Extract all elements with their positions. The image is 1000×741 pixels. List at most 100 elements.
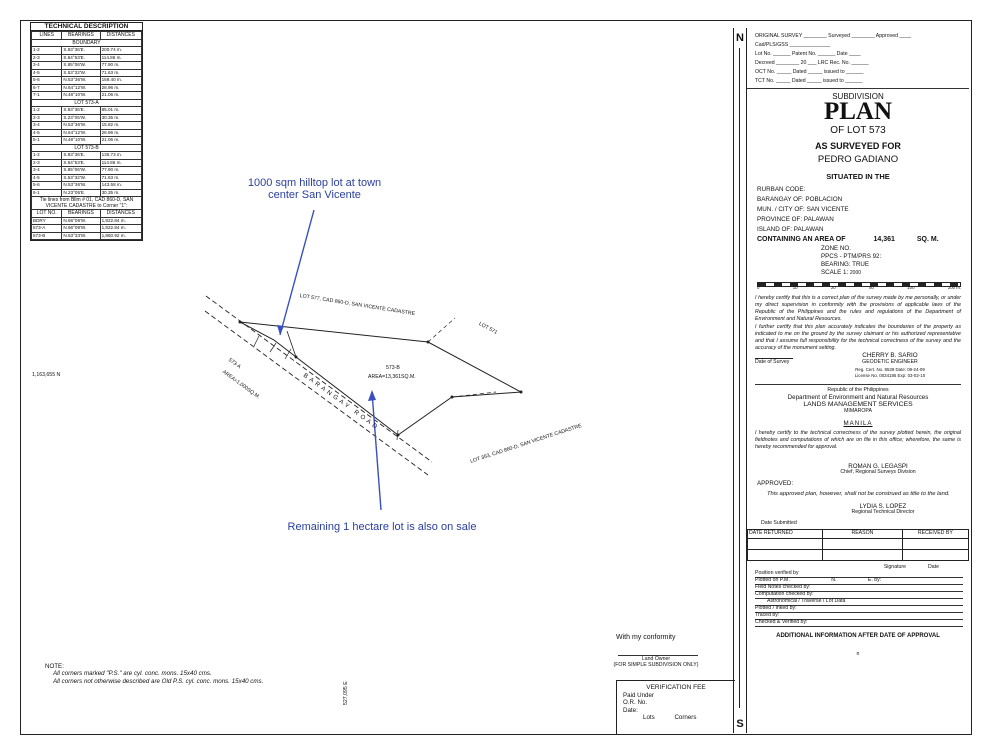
manila-label: MANILA	[843, 420, 873, 428]
lots-label: Lots	[643, 714, 655, 722]
top-annotation-arrowhead	[277, 325, 284, 335]
lot-573-boundary	[239, 321, 523, 436]
chief-name: ROMAN G. LEGASPI	[848, 462, 908, 470]
island-label: ISLAND OF:	[757, 225, 792, 233]
technical-description-table: TECHNICAL DESCRIPTION LINES BEARINGS DIS…	[30, 22, 143, 241]
scale-ticks: 0 10 20 50 100 200 m.	[757, 284, 961, 291]
road-edge-lower	[204, 310, 429, 476]
north-arrow: N S	[734, 32, 746, 732]
notes-line-2: All corners not otherwise described are …	[53, 677, 264, 685]
scale-value: 2000	[849, 269, 862, 276]
north-label: N	[736, 32, 744, 44]
barangay-value: POBLACION	[805, 195, 843, 203]
computation: Computation checked by:	[755, 591, 963, 599]
region-label: MIMAROPA	[844, 408, 872, 415]
lms-label: LANDS MANAGEMENT SERVICES	[803, 401, 913, 409]
oct-row: OCT No. _____ Dated _____ issued to ____…	[755, 68, 864, 75]
corner-marker-2	[426, 340, 430, 344]
top-annotation-text: 1000 sqm hilltop lot at town center San …	[247, 177, 382, 201]
mun-label: MUN. / CITY OF:	[757, 205, 805, 213]
of-lot-label: OF LOT 573	[830, 124, 886, 136]
tct-label: TCT No.	[755, 77, 775, 84]
director-name: LYDIA S. LOPEZ	[859, 502, 907, 510]
rurban-row: RURBAN CODE:	[757, 185, 969, 195]
bearing-label: BEARING: TRUE	[821, 260, 870, 268]
oct-dated-label: Dated	[792, 68, 807, 75]
technical-description-title: TECHNICAL DESCRIPTION	[31, 23, 142, 31]
owner-name: PEDRO GADIANO	[817, 153, 899, 165]
lot-no-row: Lot No. ______ Patent No. ______ Date __…	[755, 50, 861, 57]
bottom-annotation-arrowhead	[368, 390, 376, 401]
province-label: PROVINCE OF:	[757, 215, 803, 223]
denr-label: Department of Environment and Natural Re…	[787, 393, 929, 401]
original-survey-row: ORIGINAL SURVEY ________ Surveyed ______…	[755, 33, 911, 39]
date-submitted: Date Submitted	[761, 520, 797, 527]
engineer-name: CHERRY B. SARIO	[862, 351, 918, 359]
tie-marker-3	[284, 348, 292, 360]
date-returned-header: DATE RETURNED	[746, 529, 824, 539]
lot-b-map-label: 573-B	[386, 365, 400, 371]
approved-header-label: Approved	[875, 33, 898, 39]
approved-note: This approved plan, however, shall not b…	[767, 490, 950, 497]
corner-marker-1	[238, 320, 242, 324]
road-edge-upper	[205, 295, 433, 463]
subdivision-line	[286, 330, 297, 358]
containing-label: CONTAINING AN AREA OF	[757, 235, 846, 243]
field-notes: Field Notes checked by:	[755, 584, 963, 592]
province-row: PROVINCE OF: PALAWAN	[757, 215, 969, 225]
surveyor-certification-2: I further certify that this plan accurat…	[755, 323, 961, 351]
signature-header: Signature	[883, 563, 907, 570]
top-annotation-arrow	[279, 209, 315, 336]
simple-subdivision-note: (FOR SIMPLE SUBDIVISION ONLY)	[613, 662, 699, 668]
scale-bar: 0 10 20 50 100 200 m.	[757, 279, 961, 291]
engineer-reg: Reg. Cert. No. 8539 Date: 09-24-09	[855, 366, 925, 372]
date-label: Date	[836, 50, 848, 57]
paid-under-label: Paid Under	[623, 691, 654, 699]
corner-marker-5	[396, 433, 400, 437]
approved-label: APPROVED:	[757, 480, 794, 488]
map-area-divider	[733, 28, 734, 733]
additional-info-label: ADDITIONAL INFORMATION AFTER DATE OF APP…	[776, 632, 940, 639]
title-divider-2	[755, 383, 961, 385]
area-b-map-label: AREA=13,361SQ.M.	[368, 374, 416, 380]
distance-cell: 1,860.92 m.	[99, 231, 143, 240]
bottom-annotation-arrow	[371, 391, 382, 511]
lots-corners-row: Lots Corners	[643, 714, 735, 721]
tct-issued-label: issued to	[822, 77, 844, 84]
scale-tick-0: 0	[757, 284, 760, 290]
tie-lines-text: Tie lines from Bllm # 01, CAD 860-D, SAN…	[31, 196, 142, 210]
astro-traverse: Astronomical / Traverse / Lot Data	[755, 598, 963, 606]
conformity-text: With my conformity	[616, 634, 676, 641]
situated-label: SITUATED IN THE	[826, 171, 890, 181]
plotted-inked: Plotted / Inked by:	[755, 605, 963, 613]
chief-title: Chief, Regional Surveys Division	[840, 469, 916, 476]
area-row: CONTAINING AN AREA OF 14,361 SQ. M.	[757, 235, 969, 245]
northing-label: 1,163,655 N	[32, 372, 61, 378]
e-label: E. by:	[867, 576, 882, 583]
director-title: Regional Technical Director	[851, 509, 915, 516]
original-survey-label: ORIGINAL SURVEY	[755, 33, 803, 39]
ppcs-label: PPCS - PTM/PRS 92:	[821, 252, 882, 260]
patent-no-label: Patent No.	[791, 50, 817, 57]
lot-577-line	[427, 317, 456, 343]
verification-date-label: Date:	[623, 706, 638, 714]
tie-marker-2	[269, 342, 277, 353]
owner-signature-line	[618, 655, 698, 656]
as-surveyed-label: AS SURVEYED FOR	[815, 140, 901, 151]
tie-marker-1	[253, 335, 260, 347]
engineer-title: GEODETIC ENGINEER	[862, 358, 918, 365]
rurban-label: RURBAN CODE:	[757, 185, 806, 193]
zone-label: ZONE NO.	[821, 244, 851, 252]
lot-no-label: Lot No.	[755, 50, 772, 57]
zone-block: ZONE NO. PPCS - PTM/PRS 92: BEARING: TRU…	[821, 245, 969, 277]
notes-line-1: All corners marked "P.S." are cyl. conc.…	[53, 670, 212, 678]
corner-marker-4	[450, 395, 454, 399]
scale-label: SCALE 1:	[821, 268, 849, 276]
cad-row: Cad/PLS/GSS ______________	[755, 41, 831, 48]
province-value: PALAWAN	[803, 215, 834, 223]
scale-row: SCALE 1: 2000	[821, 269, 969, 277]
